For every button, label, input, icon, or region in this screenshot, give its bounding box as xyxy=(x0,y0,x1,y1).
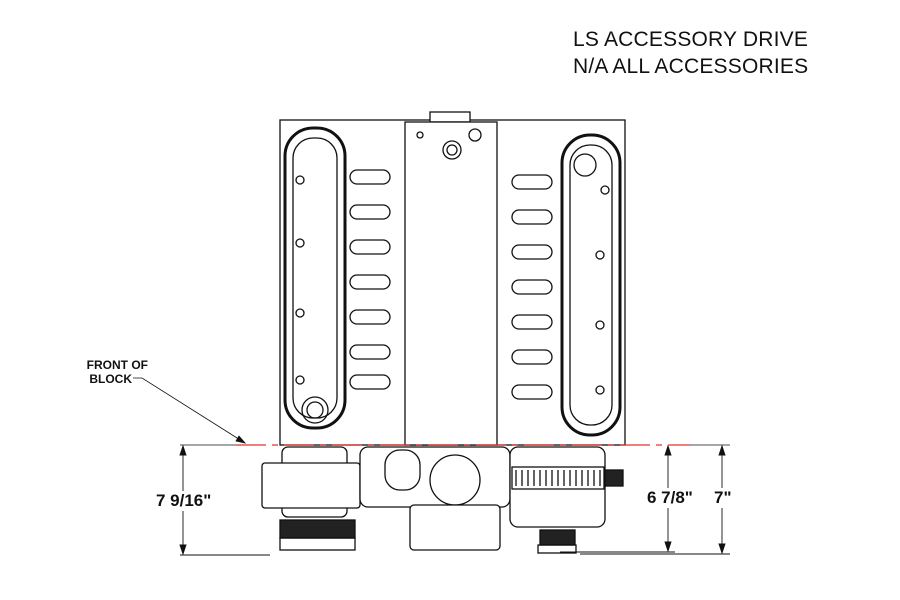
power-steering-pump xyxy=(261,446,361,551)
left-valve-cover xyxy=(283,126,347,430)
alternator xyxy=(509,446,624,554)
title-line-2: N/A ALL ACCESSORIES xyxy=(573,55,809,78)
front-of-block-label: FRONT OF BLOCK xyxy=(70,358,148,386)
right-valve-cover xyxy=(560,133,622,437)
intake-runners xyxy=(349,169,553,400)
dimension-right: 7" xyxy=(712,488,734,508)
water-pump xyxy=(359,446,511,551)
engine-block xyxy=(279,111,626,446)
dimension-left: 7 9/16" xyxy=(154,491,214,511)
title-line-1: LS ACCESSORY DRIVE xyxy=(573,28,809,51)
callout-line-1: FRONT OF xyxy=(86,358,148,372)
callout-line-2: BLOCK xyxy=(89,372,132,386)
dimension-middle: 6 7/8" xyxy=(645,488,695,508)
callout-leader xyxy=(133,377,247,444)
